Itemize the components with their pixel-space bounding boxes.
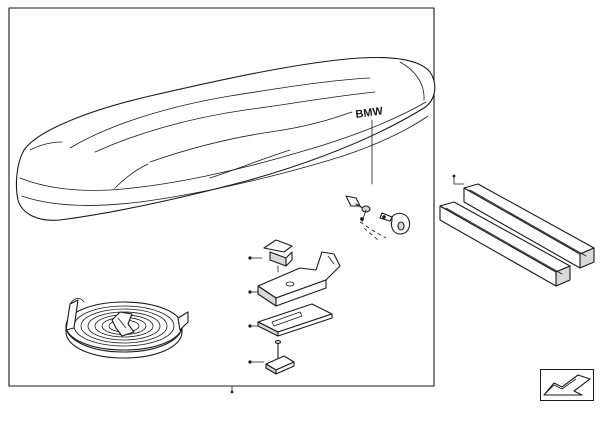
t-bolt <box>248 339 295 375</box>
key <box>379 212 411 235</box>
rubber-strip-roll <box>65 298 189 359</box>
return-arrow-icon <box>540 369 594 401</box>
clamp-bracket <box>248 251 341 307</box>
diagram-frame <box>8 7 435 394</box>
roof-box: BMW <box>15 57 436 221</box>
clamp-plate <box>248 303 333 337</box>
clamp-knob <box>248 239 293 273</box>
return-arrow-button[interactable] <box>540 369 594 401</box>
key-lock <box>345 195 371 223</box>
roof-rail-pads <box>439 174 595 287</box>
bmw-logo-text: BMW <box>355 105 385 121</box>
